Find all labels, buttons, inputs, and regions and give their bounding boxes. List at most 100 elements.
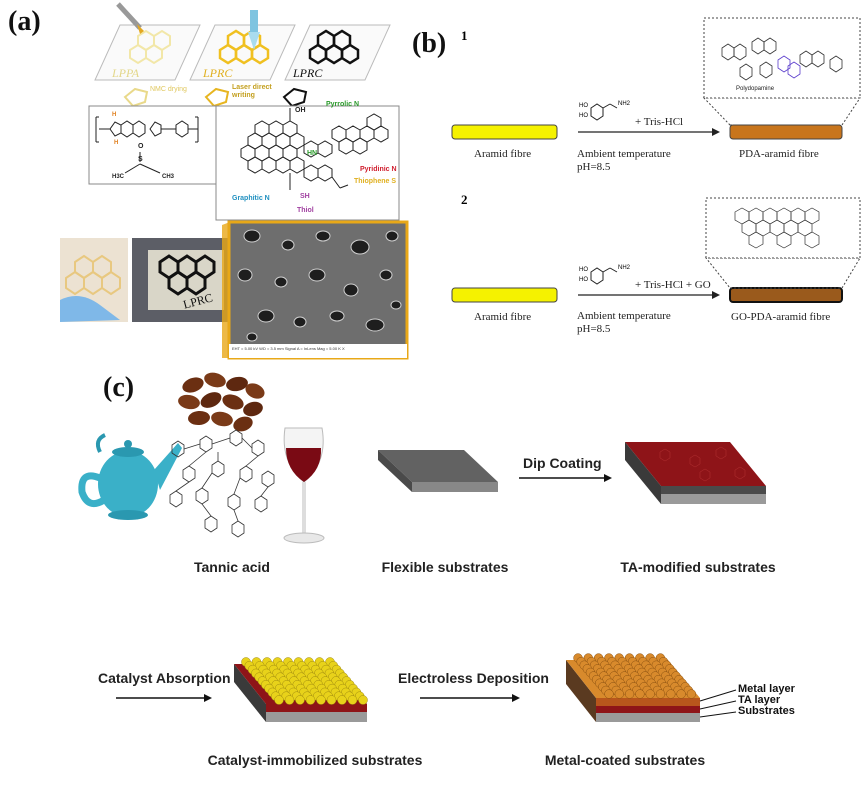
- label-sh: SH: [300, 193, 310, 200]
- go-pda-inset: [705, 197, 861, 259]
- product-1: PDA-aramid fibre: [739, 148, 819, 160]
- sheet-lprc-yellow: [189, 24, 296, 81]
- pen-icon: [116, 2, 144, 34]
- particle: [666, 689, 676, 699]
- product-2: GO-PDA-aramid fibre: [731, 311, 831, 323]
- coffee-beans-icon: [178, 372, 265, 432]
- dopamine-ho-4: HO: [579, 277, 588, 283]
- caption-catalyst-immobilized: Catalyst-immobilized substrates: [207, 752, 423, 768]
- aramid-fibre-1: [451, 124, 558, 140]
- atom-h-1: H: [112, 112, 117, 118]
- step-catalyst-absorption: Catalyst Absorption: [98, 670, 231, 686]
- label-pyridinic-n: Pyridinic N: [360, 166, 397, 173]
- atom-o: O: [138, 143, 144, 150]
- group-h3c: H3C: [112, 174, 125, 180]
- label-lprc-black: LPRC: [293, 66, 323, 80]
- particle: [686, 689, 697, 699]
- condition-ph-1: pH=8.5: [577, 161, 611, 173]
- monomer-structure: [95, 116, 199, 174]
- sheet-lprc-black: [284, 24, 391, 81]
- atom-s: S: [138, 156, 143, 163]
- particle: [676, 689, 686, 699]
- dopamine-ho-3: HO: [579, 267, 588, 273]
- sem-image: [227, 220, 409, 360]
- particle: [274, 695, 284, 705]
- monomer-structure-box: [88, 105, 218, 185]
- dopamine-structure-2: [590, 267, 618, 285]
- laser-beam-icon: [248, 10, 260, 50]
- metal-coated-substrate: [566, 653, 737, 722]
- label-pyrrolic-n: Pyrrolic N: [326, 101, 360, 108]
- label-oh: OH: [295, 107, 306, 114]
- dopamine-structure-1: [590, 103, 618, 121]
- dopamine-ho-2: HO: [579, 113, 588, 119]
- sheet-lppa: [94, 24, 201, 81]
- inset-label-polydopamine: Polydopamine: [736, 86, 775, 92]
- teapot-icon: [78, 433, 182, 520]
- dopamine-nh2-1: NH2: [618, 101, 631, 107]
- condition-ph-2: pH=8.5: [577, 323, 611, 335]
- step-drying: NMC drying: [150, 86, 187, 93]
- particle: [604, 689, 614, 699]
- layer-label-metal: Metal layer: [738, 683, 795, 695]
- particle: [295, 695, 305, 705]
- layer-label-ta: TA layer: [738, 694, 781, 706]
- step-laser-writing: Laser direct writing: [232, 84, 272, 99]
- particle: [284, 695, 295, 705]
- step-electroless-deposition: Electroless Deposition: [398, 670, 549, 686]
- graphene-structure: [240, 108, 389, 190]
- label-hn: HN: [307, 150, 318, 157]
- photo-lppa: [60, 238, 128, 322]
- tannic-acid-structure: [169, 429, 275, 538]
- particle: [635, 689, 645, 699]
- particle: [316, 695, 326, 705]
- reagent-1: + Tris-HCl: [635, 116, 684, 128]
- particle: [358, 695, 368, 705]
- caption-flexible-substrates: Flexible substrates: [381, 559, 509, 575]
- panel-label-a: (a): [8, 6, 41, 37]
- caption-ta-modified: TA-modified substrates: [620, 559, 776, 575]
- particle: [614, 689, 624, 699]
- reagent-2: + Tris-HCl + GO: [635, 279, 711, 291]
- flexible-substrate: [378, 450, 498, 492]
- particle: [655, 689, 666, 699]
- sem-footer: EHT = 5.00 kV WD = 3.5 mm Signal A = InL…: [232, 346, 345, 351]
- particle: [305, 695, 316, 705]
- go-pda-aramid-fibre: [729, 287, 843, 303]
- dopamine-nh2-2: NH2: [618, 265, 631, 271]
- label-thiol: Thiol: [297, 207, 314, 214]
- label-lprc-yellow: LPRC: [203, 66, 233, 80]
- label-lppa: LPPA: [112, 66, 140, 80]
- graphene-structure-box: [215, 105, 400, 221]
- particle: [337, 695, 347, 705]
- group-ch3: CH3: [162, 174, 175, 180]
- atom-h-2: H: [114, 140, 119, 146]
- pda-aramid-fibre: [729, 124, 843, 140]
- wine-glass-icon: [283, 427, 325, 544]
- particle: [624, 689, 635, 699]
- row-number-1: 1: [461, 28, 468, 43]
- step-dip-coating: Dip Coating: [523, 455, 602, 471]
- particle: [645, 689, 655, 699]
- layer-label-substrates: Substrates: [738, 705, 795, 717]
- condition-temp-1: Ambient temperature: [577, 148, 671, 160]
- label-thiophene-s: Thiophene S: [354, 178, 396, 185]
- panel-label-c: (c): [103, 372, 135, 403]
- panel-label-b: (b): [412, 28, 447, 59]
- label-graphitic-n: Graphitic N: [232, 195, 270, 202]
- fibre-label-1: Aramid fibre: [474, 148, 532, 160]
- ta-modified-substrate: [625, 442, 766, 504]
- particle: [347, 695, 358, 705]
- photo-lprc: [132, 222, 232, 358]
- row-number-2: 2: [461, 192, 468, 207]
- caption-metal-coated: Metal-coated substrates: [544, 752, 706, 768]
- fibre-label-2: Aramid fibre: [474, 311, 532, 323]
- particle: [326, 695, 337, 705]
- aramid-fibre-2: [451, 287, 558, 303]
- dopamine-ho-1: HO: [579, 103, 588, 109]
- condition-temp-2: Ambient temperature: [577, 310, 671, 322]
- caption-tannic-acid: Tannic acid: [194, 559, 270, 575]
- polydopamine-inset: [703, 17, 861, 99]
- catalyst-substrate: [234, 657, 368, 722]
